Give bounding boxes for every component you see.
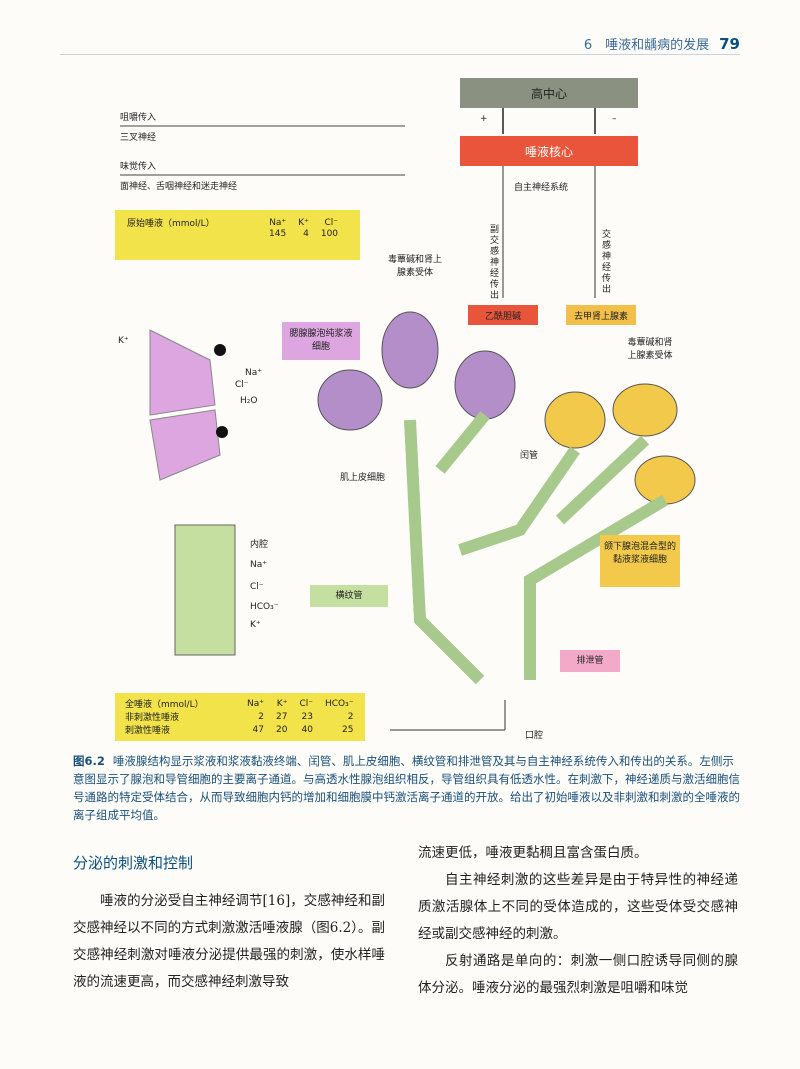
duct-ion: HCO₃⁻ bbox=[250, 602, 279, 612]
row-label: 刺激性唾液 bbox=[119, 723, 241, 736]
figure-6-2: 高中心 唾液核心 + – 自主神经系统 副交感神经传出 交感神经传出 乙酰胆碱 … bbox=[0, 0, 800, 750]
higher-center-label: 高中心 bbox=[460, 85, 638, 102]
whole-col: Na⁺ bbox=[241, 697, 270, 710]
acinar-cell-bottom bbox=[150, 410, 220, 480]
right-paragraph-3: 反射通路是单向的：刺激一侧口腔诱导同侧的腺体分泌。唾液分泌的最强烈刺激是咀嚼和味… bbox=[418, 948, 738, 1002]
row-val: 20 bbox=[270, 723, 293, 736]
k-ion: K⁺ bbox=[118, 336, 129, 346]
row-label: 非刺激性唾液 bbox=[119, 710, 241, 723]
primary-title: 原始唾液（mmol/L） bbox=[121, 216, 263, 229]
duct-ion: Cl⁻ bbox=[250, 582, 264, 592]
duct-ion: K⁺ bbox=[250, 620, 261, 630]
row-val: 27 bbox=[270, 710, 293, 723]
right-paragraph-1: 流速更低，唾液更黏稠且富含蛋白质。 bbox=[418, 840, 738, 867]
chew-afferent: 咀嚼传入 bbox=[120, 110, 156, 123]
receptors-left: 毒蕈碱和肾上腺素受体 bbox=[385, 252, 445, 278]
whole-col: HCO₃⁻ bbox=[319, 697, 360, 710]
taste-afferent: 味觉传入 bbox=[120, 159, 156, 172]
excretory-label: 排泄管 bbox=[560, 650, 620, 672]
primary-val: 145 bbox=[263, 229, 292, 239]
taste-nerves: 面神经、舌咽神经和迷走神经 bbox=[120, 179, 237, 192]
whole-saliva-table: 全唾液（mmol/L） Na⁺ K⁺ Cl⁻ HCO₃⁻ 非刺激性唾液 2 27… bbox=[115, 693, 365, 741]
lumen-label: 内腔 bbox=[250, 537, 268, 550]
minus-sign: – bbox=[612, 114, 617, 124]
na-ion: Na⁺ bbox=[245, 368, 262, 378]
myoepithelial-label: 肌上皮细胞 bbox=[340, 470, 385, 483]
acinar-cell-top bbox=[150, 330, 215, 415]
primary-col: K⁺ bbox=[292, 216, 315, 229]
duct-wall bbox=[175, 525, 235, 655]
autonomic-label: 自主神经系统 bbox=[514, 180, 568, 193]
whole-title: 全唾液（mmol/L） bbox=[119, 697, 241, 710]
section-heading: 分泌的刺激和控制 bbox=[73, 852, 193, 873]
caption-text: 唾液腺结构显示浆液和浆液黏液终端、闰管、肌上皮细胞、横纹管和排泄管及其与自主神经… bbox=[73, 754, 740, 822]
row-val: 25 bbox=[319, 723, 360, 736]
norad-label: 去甲肾上腺素 bbox=[566, 309, 636, 322]
striated-label: 横纹管 bbox=[310, 585, 388, 607]
row-val: 23 bbox=[293, 710, 319, 723]
sympathetic-label: 交感神经传出 bbox=[602, 230, 612, 296]
row-val: 47 bbox=[241, 723, 270, 736]
primary-col: Na⁺ bbox=[263, 216, 292, 229]
left-paragraph: 唾液的分泌受自主神经调节[16]，交感神经和副交感神经以不同的方式刺激激活唾液腺… bbox=[73, 888, 385, 996]
right-paragraph-2: 自主神经刺激的这些差异是由于特异性的神经递质激活腺体上不同的受体造成的，这些受体… bbox=[418, 867, 738, 948]
primary-col: Cl⁻ bbox=[315, 216, 344, 229]
whole-col: Cl⁻ bbox=[293, 697, 319, 710]
salivary-nucleus-label: 唾液核心 bbox=[460, 143, 638, 160]
row-val: 2 bbox=[241, 710, 270, 723]
row-val: 40 bbox=[293, 723, 319, 736]
primary-val: 4 bbox=[292, 229, 315, 239]
primary-val: 100 bbox=[315, 229, 344, 239]
ach-label: 乙酰胆碱 bbox=[468, 309, 538, 322]
primary-saliva-table: 原始唾液（mmol/L） Na⁺ K⁺ Cl⁻ 145 4 100 bbox=[115, 210, 360, 260]
plus-sign: + bbox=[480, 114, 488, 124]
parotid-label: 腮腺腺泡纯浆液细胞 bbox=[282, 322, 360, 360]
trigeminal-label: 三叉神经 bbox=[120, 130, 156, 143]
water: H₂O bbox=[240, 396, 257, 406]
intercalated-label: 闰管 bbox=[520, 448, 538, 461]
submandibular-acini bbox=[545, 384, 695, 504]
cl-ion: Cl⁻ bbox=[235, 380, 249, 390]
row-val: 2 bbox=[319, 710, 360, 723]
receptors-right: 毒蕈碱和肾上腺素受体 bbox=[625, 335, 675, 361]
duct-ion: Na⁺ bbox=[250, 560, 267, 570]
whole-col: K⁺ bbox=[270, 697, 293, 710]
figure-number: 图6.2 bbox=[73, 754, 105, 768]
parasympathetic-label: 副交感神经传出 bbox=[490, 225, 500, 302]
mouth-label: 口腔 bbox=[525, 728, 543, 741]
submandibular-label: 颌下腺泡混合型的黏液浆液细胞 bbox=[600, 535, 680, 587]
